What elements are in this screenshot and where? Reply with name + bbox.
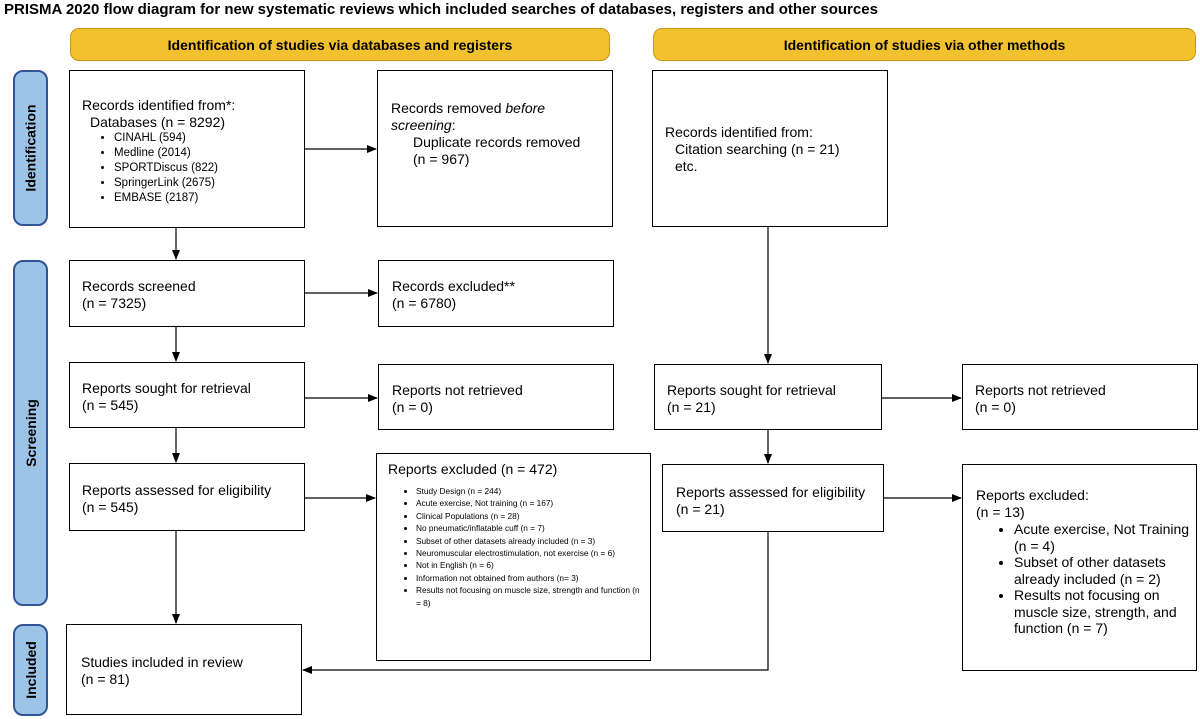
- box-reports-assessed: Reports assessed for eligibility (n = 54…: [69, 463, 305, 531]
- database-item: EMBASE (2187): [114, 191, 304, 206]
- reports-assessed-n: (n = 545): [82, 499, 139, 515]
- other-exclusion-reason: Subset of other datasets already include…: [1014, 554, 1190, 587]
- exclusion-reason: Not in English (n = 6): [416, 559, 642, 571]
- header-databases-label: Identification of studies via databases …: [167, 36, 513, 53]
- database-item: SPORTDiscus (822): [114, 161, 304, 176]
- records-excluded-n: (n = 6780): [392, 295, 457, 311]
- exclusion-reason: Acute exercise, Not training (n = 167): [416, 497, 642, 509]
- records-identified-heading: Records identified from*:: [82, 97, 236, 113]
- records-screened-label: Records screened: [82, 278, 196, 294]
- other-not-retrieved-n: (n = 0): [975, 399, 1016, 415]
- records-removed-line3: Duplicate records removed: [413, 134, 581, 150]
- exclusion-reason: Clinical Populations (n = 28): [416, 510, 642, 522]
- exclusion-reason: Results not focusing on muscle size, str…: [416, 584, 642, 609]
- other-not-retrieved-label: Reports not retrieved: [975, 382, 1106, 398]
- box-other-reports-assessed: Reports assessed for eligibility (n = 21…: [662, 464, 884, 532]
- box-studies-included: Studies included in review (n = 81): [66, 624, 302, 715]
- box-records-removed: Records removed before screening: Duplic…: [377, 70, 613, 227]
- arrow-other-assessed-to-included: [302, 532, 769, 674]
- records-removed-line1: Records removed before: [391, 100, 546, 116]
- other-reports-sought-n: (n = 21): [667, 399, 716, 415]
- box-reports-excluded: Reports excluded (n = 472) Study Design …: [376, 453, 651, 661]
- box-records-screened: Records screened (n = 7325): [69, 260, 305, 327]
- database-item: CINAHL (594): [114, 131, 304, 146]
- studies-included-label: Studies included in review: [81, 654, 243, 670]
- stage-screening: Screening: [13, 260, 48, 606]
- exclusion-reason: Neuromuscular electrostimulation, not ex…: [416, 547, 642, 559]
- records-removed-n: (n = 967): [413, 151, 470, 167]
- records-removed-line2: screening:: [391, 117, 456, 133]
- other-exclusion-reason: Results not focusing on muscle size, str…: [1014, 587, 1190, 637]
- other-reports-assessed-n: (n = 21): [676, 501, 725, 517]
- records-excluded-label: Records excluded**: [392, 278, 515, 294]
- exclusion-reason: Study Design (n = 244): [416, 485, 642, 497]
- reports-sought-n: (n = 545): [82, 397, 139, 413]
- exclusion-reason: Information not obtained from authors (n…: [416, 572, 642, 584]
- exclusion-reason: No pneumatic/inflatable cuff (n = 7): [416, 522, 642, 534]
- exclusion-reason: Subset of other datasets already include…: [416, 535, 642, 547]
- other-records-etc: etc.: [675, 158, 698, 174]
- reports-assessed-label: Reports assessed for eligibility: [82, 482, 272, 498]
- header-databases: Identification of studies via databases …: [70, 28, 610, 61]
- box-other-reports-sought: Reports sought for retrieval (n = 21): [654, 364, 882, 430]
- box-records-excluded: Records excluded** (n = 6780): [378, 260, 614, 327]
- other-reports-sought-label: Reports sought for retrieval: [667, 382, 836, 398]
- box-other-records-identified: Records identified from: Citation search…: [652, 70, 888, 227]
- reports-sought-label: Reports sought for retrieval: [82, 380, 251, 396]
- other-reports-assessed-label: Reports assessed for eligibility: [676, 484, 866, 500]
- stage-identification: Identification: [13, 70, 48, 226]
- other-exclusion-list: Acute exercise, Not Training (n = 4) Sub…: [976, 521, 1190, 637]
- diagram-title: PRISMA 2020 flow diagram for new systema…: [4, 1, 878, 18]
- database-item: SpringerLink (2675): [114, 176, 304, 191]
- reports-not-retrieved-label: Reports not retrieved: [392, 382, 523, 398]
- box-records-identified: Records identified from*: Databases (n =…: [69, 70, 305, 228]
- reports-excluded-label: Reports excluded (n = 472): [388, 461, 558, 477]
- reports-not-retrieved-n: (n = 0): [392, 399, 433, 415]
- box-reports-sought: Reports sought for retrieval (n = 545): [69, 362, 305, 428]
- header-other-label: Identification of studies via other meth…: [783, 36, 1066, 53]
- header-other-methods: Identification of studies via other meth…: [653, 28, 1196, 61]
- records-identified-databases: Databases (n = 8292): [90, 114, 226, 130]
- records-screened-n: (n = 7325): [82, 295, 147, 311]
- exclusion-reason-list: Study Design (n = 244) Acute exercise, N…: [388, 485, 642, 609]
- studies-included-n: (n = 81): [81, 671, 130, 687]
- box-other-reports-excluded: Reports excluded: (n = 13) Acute exercis…: [962, 464, 1197, 671]
- stage-included: Included: [13, 624, 48, 716]
- box-reports-not-retrieved: Reports not retrieved (n = 0): [378, 364, 614, 430]
- other-exclusion-reason: Acute exercise, Not Training (n = 4): [1014, 521, 1190, 554]
- database-list: CINAHL (594) Medline (2014) SPORTDiscus …: [82, 131, 304, 206]
- box-other-reports-not-retrieved: Reports not retrieved (n = 0): [962, 364, 1198, 430]
- other-records-heading: Records identified from:: [665, 124, 813, 140]
- other-records-citation: Citation searching (n = 21): [675, 141, 840, 157]
- other-reports-excluded-n: (n = 13): [976, 504, 1025, 520]
- other-reports-excluded-label: Reports excluded:: [976, 487, 1089, 503]
- database-item: Medline (2014): [114, 146, 304, 161]
